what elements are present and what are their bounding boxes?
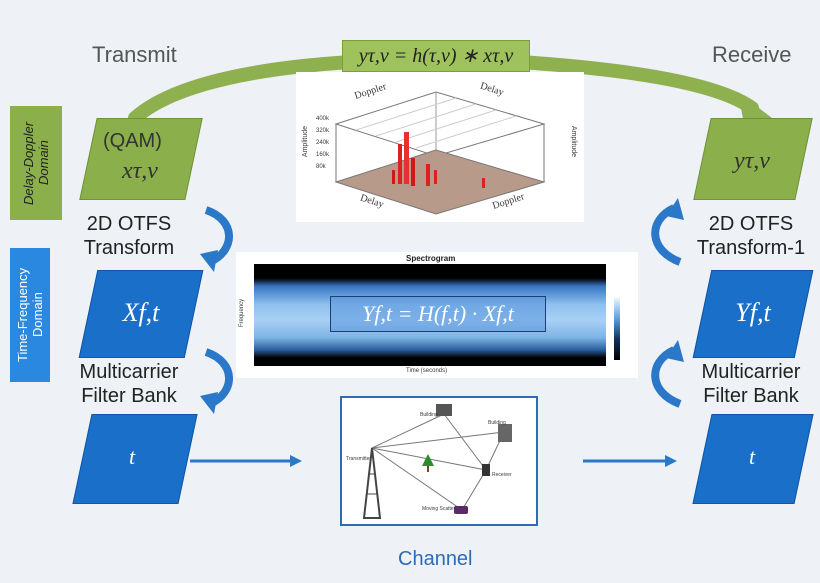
- spectrogram-equation: Yf,t = H(f,t) · Xf,t: [330, 296, 546, 332]
- channel-moving-scatter-label: Moving Scatter: [422, 506, 456, 512]
- spectrogram-colorbar: [614, 298, 620, 360]
- spectrogram-ylabel: Frequency: [239, 298, 246, 328]
- left-otfs-line2: Transform: [83, 237, 175, 259]
- channel-building2-label: Building: [488, 420, 506, 426]
- delay-doppler-3d-plot: Doppler Delay Delay Doppler Amplitude Am…: [296, 72, 584, 222]
- spectrogram-xlabel: Time (seconds): [406, 368, 448, 374]
- left-filter-bank-label: Multicarrier Filter Bank: [64, 360, 194, 408]
- plot3d-tick-4: 80k: [316, 164, 326, 170]
- channel-heading: Channel: [398, 548, 473, 570]
- right-filter-bank-label: Multicarrier Filter Bank: [686, 360, 816, 408]
- left-filter-line1: Multicarrier: [79, 361, 179, 383]
- right-filter-line2: Filter Bank: [703, 385, 799, 407]
- right-otfs-line1: 2D OTFS: [708, 213, 794, 235]
- delay-doppler-domain-label: Delay-Doppler Domain: [10, 106, 62, 220]
- x-time-frequency: Xf,t: [122, 298, 160, 327]
- x-delay-doppler: xτ,ν: [122, 158, 158, 184]
- y-delay-doppler: yτ,ν: [734, 148, 770, 174]
- y-time-frequency: Yf,t: [735, 298, 771, 327]
- right-time-symbol: t: [748, 444, 756, 469]
- channel-receiver-label: Receiver: [492, 472, 512, 478]
- right-otfs-line2: Transform-1: [696, 237, 806, 259]
- channel-transmitter-label: Transmitter: [346, 456, 372, 462]
- qam-label: (QAM): [103, 130, 162, 152]
- channel-scene: Building Building Transmitter Receiver M…: [340, 396, 538, 526]
- plot3d-svg: [334, 91, 546, 215]
- time-frequency-domain-label: Time-Frequency Domain: [10, 248, 50, 382]
- plot3d-tick-2: 240k: [316, 140, 330, 146]
- spectrogram-title: Spectrogram: [406, 254, 456, 263]
- plot3d-tick-1: 320k: [316, 128, 330, 134]
- left-time-symbol: t: [128, 444, 136, 469]
- plot3d-tick-3: 160k: [316, 152, 330, 158]
- right-otfs-transform-label: 2D OTFS Transform-1: [686, 212, 816, 260]
- right-filter-line1: Multicarrier: [701, 361, 801, 383]
- left-filter-line2: Filter Bank: [81, 385, 177, 407]
- left-otfs-transform-label: 2D OTFS Transform: [64, 212, 194, 260]
- top-equation: yτ,ν = h(τ,ν) ∗ xτ,ν: [342, 40, 530, 72]
- plot3d-ylabel-right: Amplitude: [570, 125, 578, 158]
- spectrogram-panel: Spectrogram Time (seconds) Frequency: [236, 252, 638, 378]
- plot3d-tick-0: 400k: [316, 116, 330, 122]
- channel-scene-svg: [362, 404, 512, 519]
- receive-heading: Receive: [712, 42, 792, 67]
- left-otfs-line1: 2D OTFS: [86, 213, 172, 235]
- plot3d-ylabel-left: Amplitude: [302, 125, 310, 158]
- channel-building-label: Building: [420, 412, 438, 418]
- transmit-heading: Transmit: [92, 42, 177, 67]
